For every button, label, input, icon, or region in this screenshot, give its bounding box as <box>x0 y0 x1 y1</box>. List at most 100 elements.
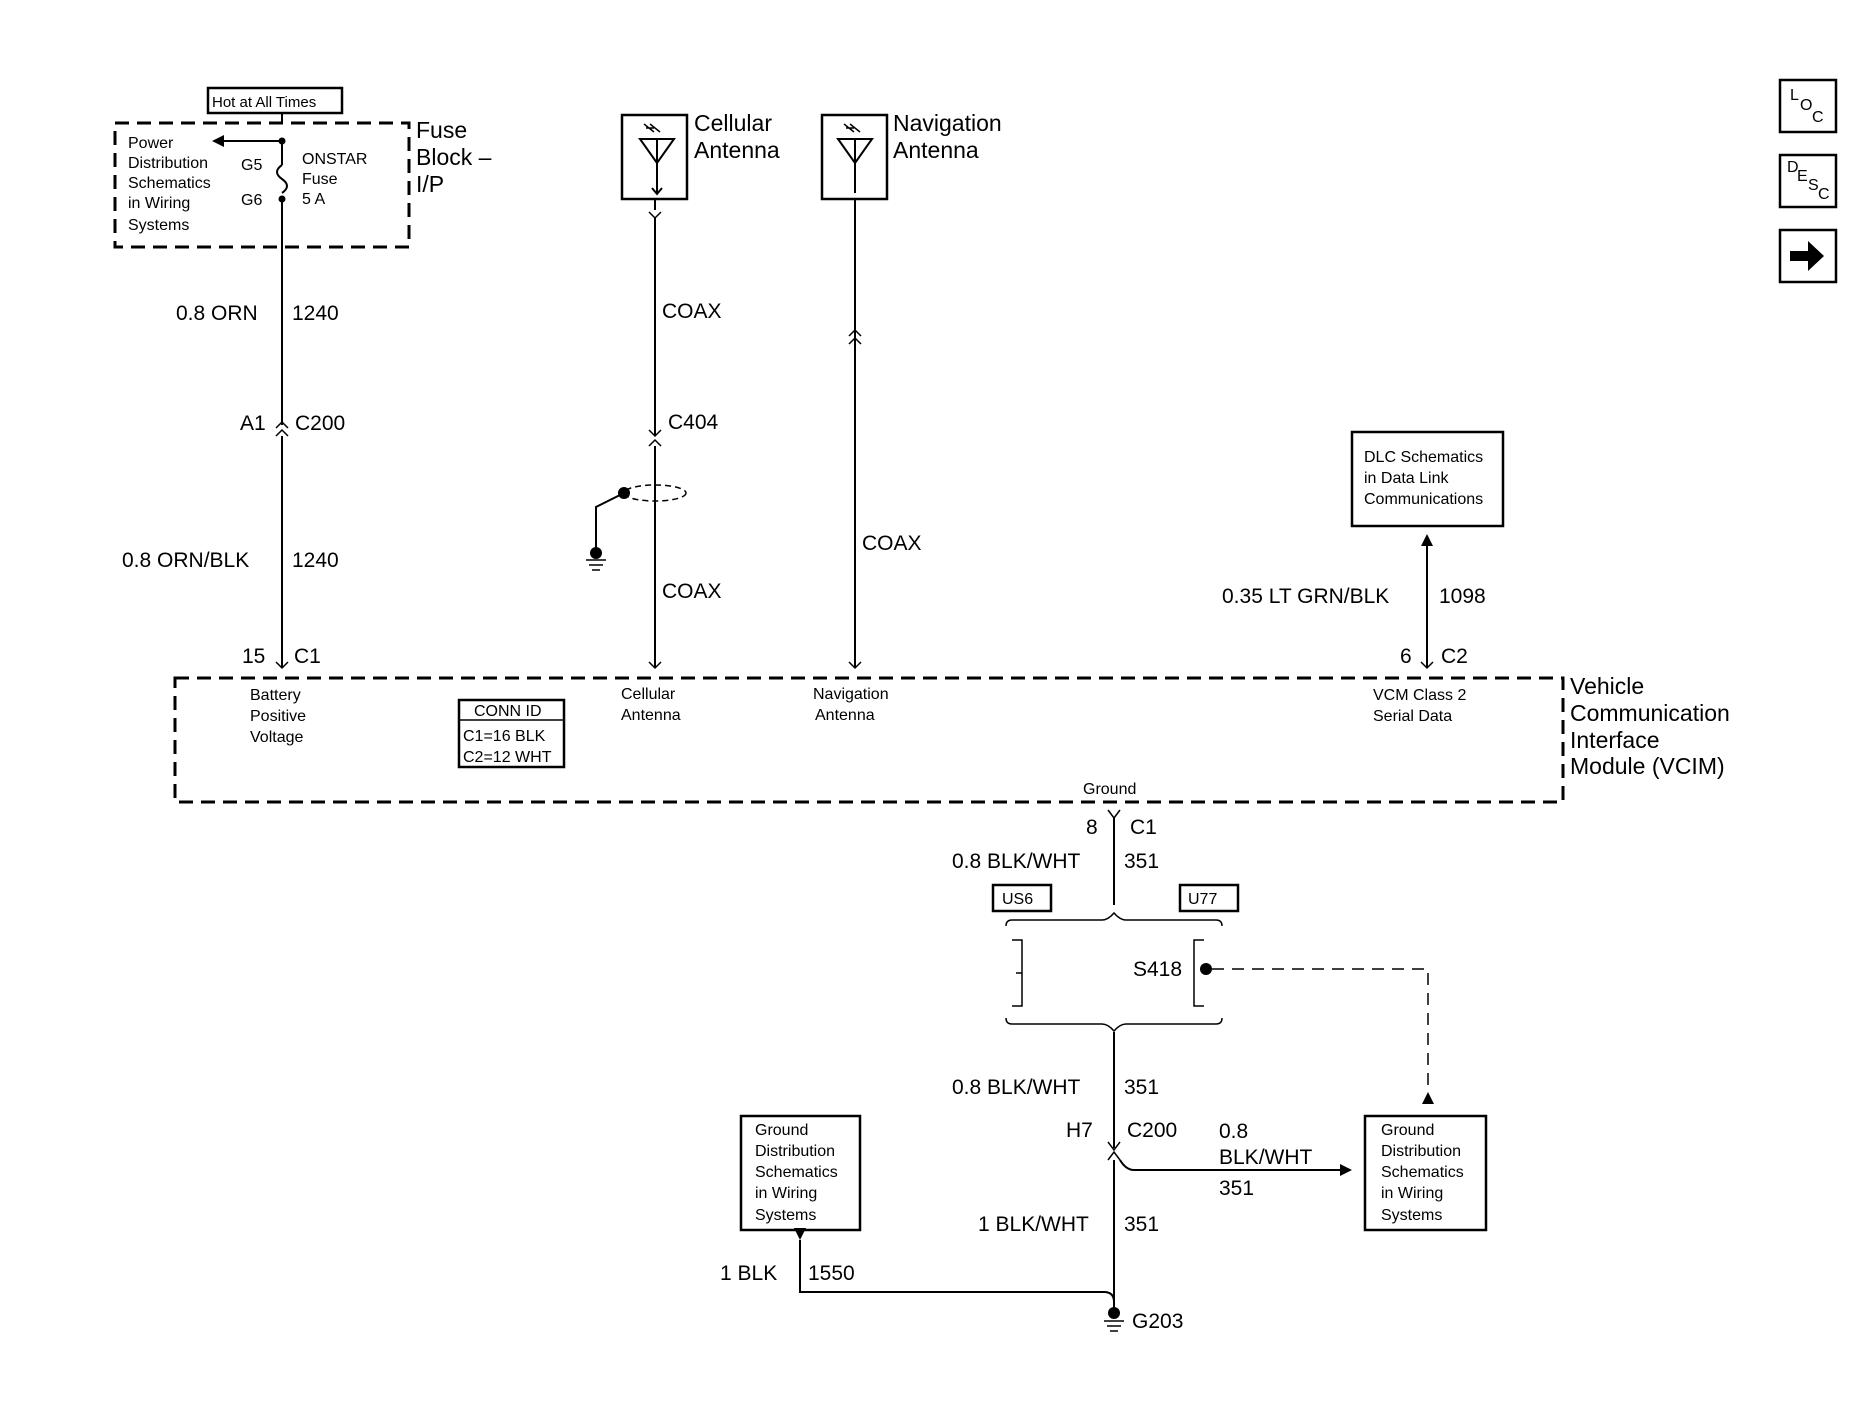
vcim-navigation-label-2: Antenna <box>815 707 875 724</box>
vcim-battery-label-1: Battery <box>250 687 301 704</box>
svg-text:Block –: Block – <box>416 144 492 170</box>
svg-text:in Data Link: in Data Link <box>1364 470 1449 487</box>
ground-icon <box>1108 1307 1120 1319</box>
vcim-cellular-label-2: Antenna <box>621 707 681 724</box>
power-dist-line-1: Power <box>128 135 174 152</box>
power-dist-line-5: Systems <box>128 217 189 234</box>
dlc-schematics-box[interactable]: DLC Schematics in Data Link Communicatio… <box>1350 430 1505 528</box>
connector-c1-pin-8: 8 <box>1086 816 1098 839</box>
desc-letter-e: E <box>1797 168 1808 185</box>
wire-351-a-circuit: 351 <box>1124 850 1159 873</box>
svg-text:Communication: Communication <box>1570 700 1730 726</box>
svg-text:Antenna: Antenna <box>893 137 979 163</box>
connector-c1-label: C1 <box>294 645 321 668</box>
svg-text:Systems: Systems <box>755 1207 816 1224</box>
desc-letter-c: C <box>1818 186 1830 203</box>
conn-id-c2: C2=12 WHT <box>463 749 552 766</box>
svg-text:Fuse: Fuse <box>416 117 467 143</box>
svg-text:Interface: Interface <box>1570 727 1660 753</box>
wire-1240-bottom-circuit: 1240 <box>292 549 339 572</box>
wire-1240-top-circuit: 1240 <box>292 302 339 325</box>
desc-letter-s: S <box>1808 177 1819 194</box>
connector-c200-label: C200 <box>295 412 345 435</box>
svg-text:Vehicle: Vehicle <box>1570 673 1644 699</box>
svg-text:Schematics: Schematics <box>755 1164 838 1181</box>
svg-text:Module (VCIM): Module (VCIM) <box>1570 753 1725 779</box>
vcim-title: Vehicle Communication Interface Module (… <box>1570 673 1730 779</box>
power-dist-line-3: Schematics <box>128 175 211 192</box>
svg-text:Ground: Ground <box>755 1122 808 1139</box>
vcim-vcm-label-1: VCM Class 2 <box>1373 687 1466 704</box>
option-u77-tag: U77 <box>1178 883 1240 913</box>
conn-id-c1: C1=16 BLK <box>463 728 546 745</box>
svg-text:Communications: Communications <box>1364 491 1483 508</box>
connector-c404-symbol <box>648 429 662 447</box>
conn-id-title: CONN ID <box>474 703 542 720</box>
connector-c2-pin-6: 6 <box>1400 645 1412 668</box>
wire-1240-top-gauge: 0.8 ORN <box>176 302 258 325</box>
wire-1098-circuit: 1098 <box>1439 585 1486 608</box>
ground-distribution-right-box[interactable]: Ground Distribution Schematics in Wiring… <box>1363 1114 1488 1232</box>
wire-1098-gauge: 0.35 LT GRN/BLK <box>1222 585 1389 608</box>
wire-351-a-gauge: 0.8 BLK/WHT <box>952 850 1081 873</box>
pin-g5: G5 <box>241 157 262 174</box>
desc-button[interactable]: D E S C <box>1778 153 1838 209</box>
arrow-right-icon <box>1790 241 1824 271</box>
navigation-antenna-label: Navigation Antenna <box>893 110 1002 163</box>
vcim-vcm-label-2: Serial Data <box>1373 708 1452 725</box>
svg-text:Hot at All Times: Hot at All Times <box>212 94 316 111</box>
ground-icon <box>590 547 602 559</box>
fuse-name-line-3: 5 A <box>302 191 325 208</box>
svg-text:I/P: I/P <box>416 171 444 197</box>
wire-351-c-gauge: 1 BLK/WHT <box>978 1213 1089 1236</box>
pin-g6: G6 <box>241 192 262 209</box>
svg-text:Ground: Ground <box>1381 1122 1434 1139</box>
svg-text:in Wiring: in Wiring <box>755 1185 817 1202</box>
power-dist-line-2: Distribution <box>128 155 208 172</box>
loc-letter-o: O <box>1800 97 1812 114</box>
splice-s418-label: S418 <box>1133 958 1182 981</box>
svg-text:Schematics: Schematics <box>1381 1164 1464 1181</box>
fuse-name-line-2: Fuse <box>302 171 338 188</box>
svg-text:US6: US6 <box>1002 891 1033 908</box>
cellular-antenna <box>620 113 689 201</box>
fuse-block-title: Fuse Block – I/P <box>416 117 492 197</box>
vcim-battery-label-3: Voltage <box>250 729 303 746</box>
wire-1550-gauge: 1 BLK <box>720 1262 777 1285</box>
vcim-cellular-label-1: Cellular <box>621 686 676 703</box>
antenna-icon <box>836 138 874 193</box>
vcim-navigation-label-1: Navigation <box>813 686 889 703</box>
splice-s418 <box>1200 963 1212 975</box>
wire-1240-bottom-gauge: 0.8 ORN/BLK <box>122 549 249 572</box>
ground-distribution-left-box[interactable]: Ground Distribution Schematics in Wiring… <box>739 1114 862 1232</box>
connector-c1-pin-15: 15 <box>242 645 265 668</box>
wire-351-side-gauge-2: BLK/WHT <box>1219 1146 1313 1169</box>
connector-c200-a1-symbol <box>275 420 289 437</box>
vcim-module: Battery Positive Voltage Cellular Antenn… <box>173 676 1565 804</box>
connector-c1-ground-label: C1 <box>1130 816 1157 839</box>
hot-at-all-times-label: Hot at All Times <box>206 86 344 115</box>
cellular-coax-lower-label: COAX <box>662 580 722 603</box>
wire-351-side-circuit: 351 <box>1219 1177 1254 1200</box>
fuse-symbol <box>276 164 288 194</box>
svg-text:Cellular: Cellular <box>694 110 772 136</box>
next-button[interactable] <box>1778 228 1838 284</box>
antenna-icon <box>638 138 676 196</box>
cellular-coax-upper-label: COAX <box>662 300 722 323</box>
loc-button[interactable]: L O C <box>1778 78 1838 134</box>
wire-351-c-circuit: 351 <box>1124 1213 1159 1236</box>
vcim-ground-label: Ground <box>1083 781 1136 798</box>
svg-text:Navigation: Navigation <box>893 110 1002 136</box>
conn-id-box: CONN ID C1=16 BLK C2=12 WHT <box>457 698 566 769</box>
fuse-block: Power Distribution Schematics in Wiring … <box>113 121 411 249</box>
coax-shield-ground <box>586 484 687 571</box>
connector-c200-pin-h7: H7 <box>1066 1119 1093 1142</box>
signal-icon <box>643 123 661 133</box>
navigation-antenna <box>820 113 889 201</box>
arrow-left-icon <box>212 135 224 147</box>
vcim-battery-label-2: Positive <box>250 708 306 725</box>
option-brace-bottom <box>1005 1017 1223 1033</box>
connector-c2-label: C2 <box>1441 645 1468 668</box>
connector-c200-pin-a1: A1 <box>240 412 266 435</box>
